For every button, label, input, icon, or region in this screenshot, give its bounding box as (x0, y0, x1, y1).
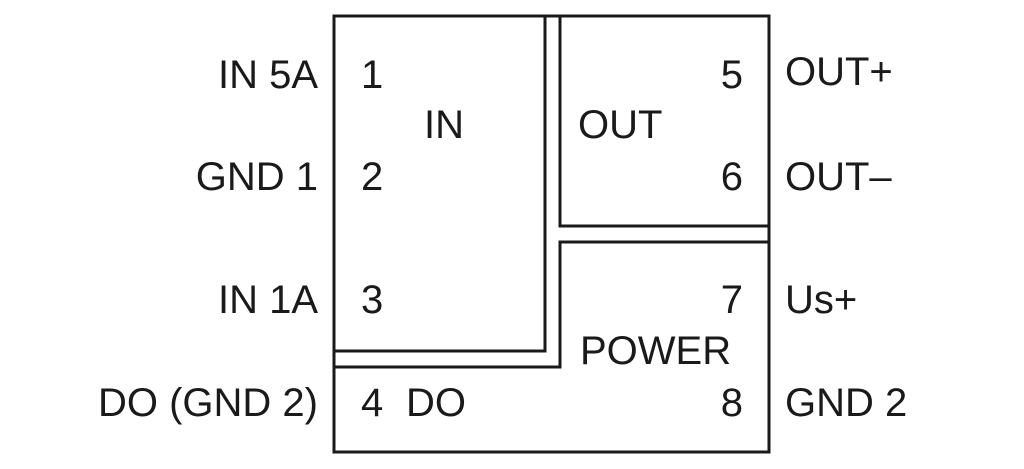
pin-8: 8 (721, 381, 743, 425)
pin-7: 7 (721, 278, 743, 322)
in-section-border-inner (334, 16, 547, 353)
left-label-in-1a: IN 1A (218, 278, 318, 322)
pin-5: 5 (721, 53, 743, 97)
left-label-gnd-1: GND 1 (196, 155, 318, 199)
right-label-gnd-2: GND 2 (785, 381, 907, 425)
in-section-border-outer (334, 240, 769, 369)
pin-3: 3 (361, 278, 383, 322)
right-label-us-plus: Us+ (785, 278, 857, 322)
right-label-out-minus: OUT– (785, 155, 892, 199)
pin-1: 1 (361, 53, 383, 97)
pin-6: 6 (721, 155, 743, 199)
section-label-do: DO (406, 381, 466, 425)
module-outline (332, 14, 771, 454)
left-label-do-gnd-2: DO (GND 2) (98, 381, 318, 425)
section-label-in: IN (424, 103, 464, 147)
pin-2: 2 (361, 155, 383, 199)
section-label-power: POWER (580, 329, 731, 373)
out-section-border (558, 16, 769, 228)
pin-4: 4 (361, 381, 383, 425)
right-label-out-plus: OUT+ (785, 50, 893, 94)
left-label-in-5a: IN 5A (218, 53, 318, 97)
section-label-out: OUT (578, 103, 662, 147)
